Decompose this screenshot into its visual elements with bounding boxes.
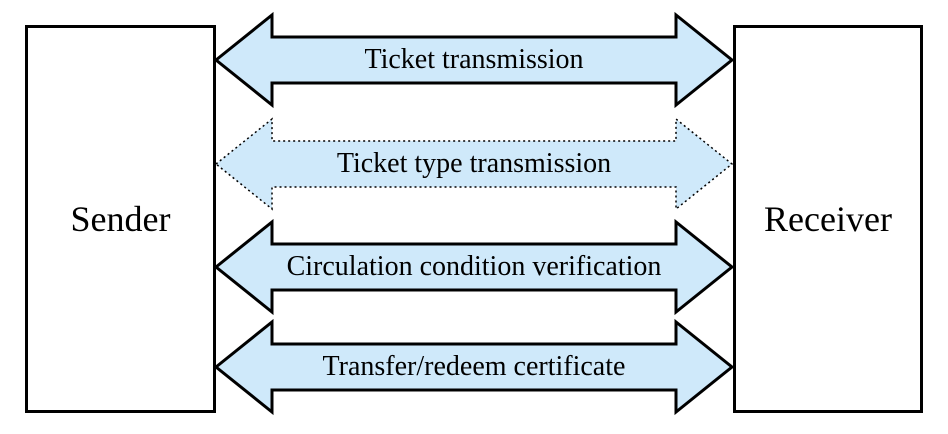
- receiver-box: Receiver: [733, 25, 923, 413]
- double-arrow-ticket-transmission: [213, 11, 735, 109]
- receiver-label: Receiver: [764, 199, 892, 239]
- arrow-label-ticket-transmission: Ticket transmission: [364, 44, 584, 75]
- arrow-label-circulation-condition-verification: Circulation condition verification: [286, 251, 662, 282]
- arrow-label-ticket-type-transmission: Ticket type transmission: [336, 148, 612, 179]
- sender-label: Sender: [70, 199, 171, 239]
- double-arrow-circulation-condition-verification: [213, 218, 735, 316]
- double-arrow-transfer-redeem-certificate: [213, 318, 735, 416]
- arrow-label-transfer-redeem-certificate: Transfer/redeem certificate: [322, 351, 626, 382]
- double-arrow-ticket-type-transmission: [214, 117, 734, 211]
- sender-box: Sender: [25, 25, 216, 413]
